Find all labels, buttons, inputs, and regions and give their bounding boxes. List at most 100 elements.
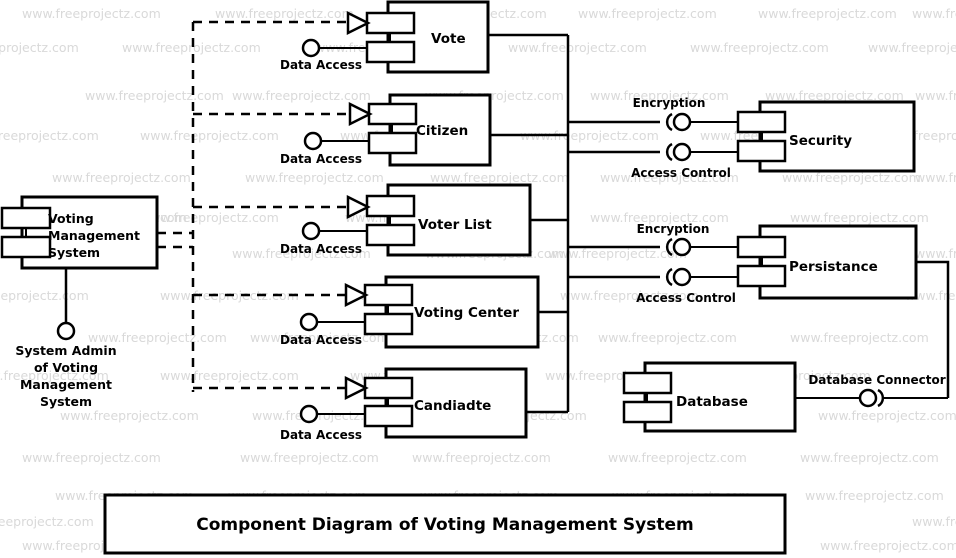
diagram-title-text: Component Diagram of Voting Management S…	[196, 515, 693, 535]
component-security-port-lower[interactable]	[736, 139, 787, 163]
watermark-text: www.freeprojectz.com	[765, 88, 904, 103]
component-security-label: Security	[789, 133, 852, 149]
watermark-text: www.freeprojectz.com	[508, 40, 647, 55]
component-candiadte[interactable]: Candiadte Data Access	[280, 367, 528, 442]
watermark-text: www.freeprojectz.com	[430, 170, 569, 185]
watermark-text: www.freeprojectz.com	[805, 488, 944, 503]
system-admin-label-line3: Management	[20, 377, 112, 392]
security-assembly-connectors: Encryption Access Control	[631, 96, 738, 180]
watermark-text: www.freeprojectz.com	[252, 408, 391, 423]
watermark-text: www.freeprojectz.com	[915, 170, 956, 185]
component-candiadte-provided-port[interactable]	[363, 404, 414, 428]
component-vote-required-port[interactable]	[365, 11, 416, 35]
watermark-text: www.freeprojectz.com	[560, 288, 699, 303]
component-persistance-port-lower[interactable]	[736, 264, 787, 288]
central-routing-trunk	[488, 33, 660, 414]
watermark-text: www.freeprojectz.com	[548, 246, 687, 261]
component-security-port-upper[interactable]	[736, 110, 787, 134]
security-encryption-ball-icon[interactable]	[672, 112, 692, 132]
security-access-control-ball-icon[interactable]	[672, 142, 692, 162]
watermark-text: www.freeprojectz.com	[140, 210, 279, 225]
component-vote-label: Vote	[431, 31, 466, 47]
component-candiadte-data-access-label: Data Access	[280, 428, 362, 442]
component-candiadte-required-port[interactable]	[363, 376, 414, 400]
persistance-access-control-ball-icon[interactable]	[672, 267, 692, 287]
watermark-text: www.freeprojectz.com	[905, 288, 956, 303]
component-citizen-data-access-lollipop-icon[interactable]	[303, 131, 323, 151]
component-candiadte-label: Candiadte	[414, 398, 491, 414]
watermark-text: www.freeprojectz.com	[52, 170, 191, 185]
watermark-text: www.freeprojectz.com	[22, 6, 161, 21]
component-voter-list-data-access-label: Data Access	[280, 242, 362, 256]
component-persistance[interactable]: Persistance	[736, 224, 918, 300]
component-database[interactable]: Database	[622, 361, 797, 433]
watermark-text: www.freeprojectz.com	[800, 450, 939, 465]
watermark-text: www.freeprojectz.com	[60, 408, 199, 423]
component-persistance-port-upper[interactable]	[736, 235, 787, 259]
system-component-label-line1: Voting	[48, 211, 94, 226]
persistance-assembly-connectors: Encryption Access Control	[636, 222, 738, 305]
watermark-text: www.freeprojectz.com	[22, 450, 161, 465]
watermark-text: www.freeprojectz.com	[790, 210, 929, 225]
watermark-text: www.freeprojectz.com	[690, 40, 829, 55]
component-citizen-required-port[interactable]	[367, 102, 418, 126]
component-database-port-lower[interactable]	[622, 400, 673, 424]
watermark-text: www.freeprojectz.com	[85, 88, 224, 103]
system-component-voting-management-system[interactable]: Voting Management System	[0, 195, 159, 270]
system-component-label-line2: Management	[48, 228, 140, 243]
component-voter-list[interactable]: Voter List Data Access	[280, 183, 532, 257]
component-voter-list-provided-port[interactable]	[365, 223, 416, 247]
component-database-label: Database	[676, 394, 748, 410]
system-port-upper[interactable]	[0, 206, 52, 230]
system-admin-lollipop-icon[interactable]	[56, 321, 76, 341]
component-citizen[interactable]: Citizen Data Access	[280, 93, 492, 167]
watermark-text: www.freeprojectz.com	[820, 538, 956, 553]
component-voting-center-label: Voting Center	[414, 305, 519, 321]
persistance-access-control-socket-icon	[665, 267, 673, 287]
component-citizen-provided-port[interactable]	[367, 131, 418, 155]
watermark-text: www.freeprojectz.com	[915, 246, 956, 261]
system-port-lower[interactable]	[0, 235, 52, 259]
component-voting-center-provided-port[interactable]	[363, 312, 414, 336]
database-connector-ball-icon[interactable]	[858, 388, 878, 408]
component-voter-list-label: Voter List	[418, 217, 492, 233]
watermark-text: www.freeprojectz.com	[790, 330, 929, 345]
component-voter-list-required-port[interactable]	[365, 194, 416, 218]
component-voting-center-data-access-label: Data Access	[280, 333, 362, 347]
component-vote[interactable]: Vote Data Access	[280, 0, 490, 74]
watermark-text: www.freeprojectz.com	[232, 246, 371, 261]
component-vote-provided-port[interactable]	[365, 40, 416, 64]
diagram-title-box: Component Diagram of Voting Management S…	[103, 493, 787, 555]
system-admin-interface[interactable]: System Admin of Voting Management System	[15, 268, 117, 409]
component-security[interactable]: Security	[736, 100, 916, 173]
component-voting-center-required-port[interactable]	[363, 283, 414, 307]
persistance-encryption-ball-icon[interactable]	[672, 237, 692, 257]
component-voting-center-data-access-lollipop-icon[interactable]	[299, 312, 319, 332]
component-candiadte-dependency-arrow-icon	[344, 375, 369, 401]
system-admin-label-line2: of Voting	[34, 360, 98, 375]
dependency-trunk	[157, 20, 350, 392]
watermark-text: www.freeprojectz.com	[245, 170, 384, 185]
watermark-text: www.freeprojectz.com	[215, 6, 354, 21]
persistance-encryption-socket-icon	[665, 237, 673, 257]
watermark-text: www.freeprojectz.com	[0, 40, 79, 55]
component-candiadte-data-access-lollipop-icon[interactable]	[299, 404, 319, 424]
watermark-text: www.freeprojectz.com	[915, 88, 956, 103]
watermark-text: www.freeprojectz.com	[598, 330, 737, 345]
watermark-text: www.freeprojectz.com	[912, 6, 956, 21]
watermark-text: www.freeprojectz.com	[590, 88, 729, 103]
component-voting-center[interactable]: Voting Center Data Access	[280, 275, 540, 349]
database-connector: Database Connector	[795, 260, 950, 408]
watermark-text: www.freeprojectz.com	[590, 210, 729, 225]
watermark-text: www.freeprojectz.com	[140, 128, 279, 143]
component-persistance-label: Persistance	[789, 259, 878, 275]
system-admin-label-line1: System Admin	[15, 343, 116, 358]
watermark-text: www.freeprojectz.com	[240, 450, 379, 465]
diagram-title-frame	[103, 493, 787, 555]
watermark-text: www.freeprojectz.com	[608, 450, 747, 465]
component-voter-list-data-access-lollipop-icon[interactable]	[301, 221, 321, 241]
component-database-port-upper[interactable]	[622, 371, 673, 395]
component-vote-data-access-lollipop-icon[interactable]	[301, 38, 321, 58]
system-component-label-line3: System	[48, 245, 100, 260]
